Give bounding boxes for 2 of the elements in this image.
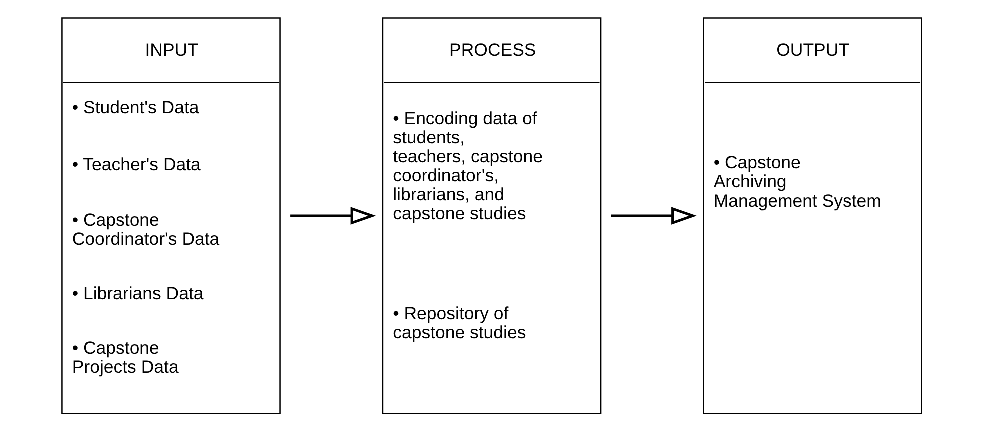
arrow	[290, 207, 376, 225]
arrow	[611, 207, 697, 225]
